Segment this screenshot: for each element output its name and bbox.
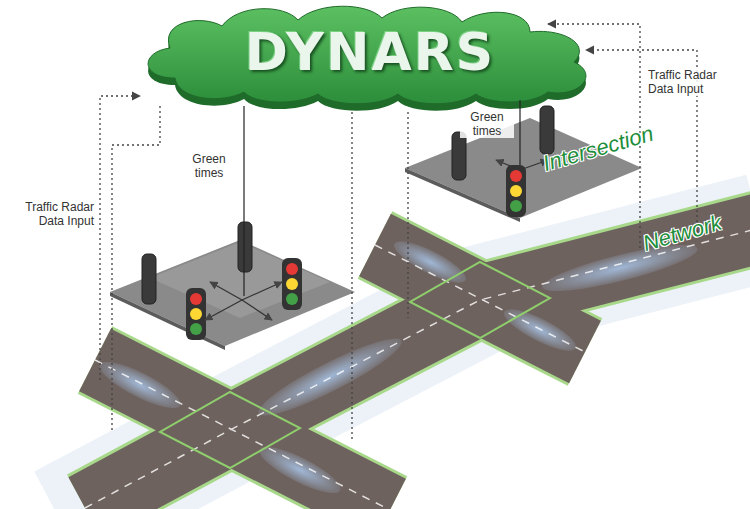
green-times-label: Green times [180,152,238,180]
input-label: Traffic Radar Data Input [648,68,744,96]
cloud-title: DYNARS [245,22,495,82]
green-times-label: Green times [460,110,514,138]
input-label: Traffic Radar Data Input [4,200,94,228]
cloud-node: DYNARS [170,12,570,92]
